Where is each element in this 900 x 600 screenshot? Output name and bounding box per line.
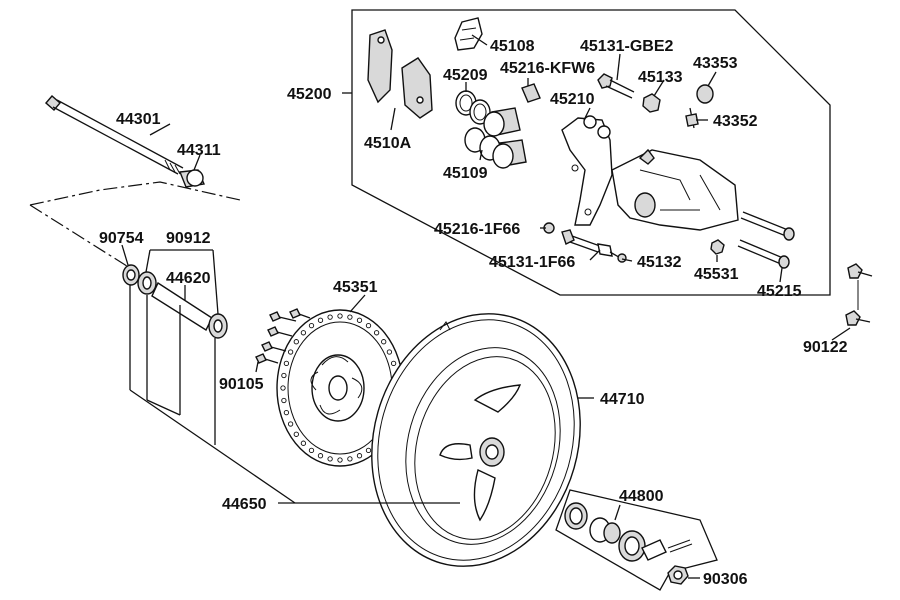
disc-hole bbox=[300, 330, 307, 336]
disc-hole bbox=[337, 313, 343, 319]
label-90912: 90912 bbox=[166, 230, 211, 247]
disc-hole bbox=[317, 317, 324, 323]
label-45132: 45132 bbox=[637, 254, 682, 271]
pistons-45109 bbox=[464, 107, 527, 169]
sleeve-45216-KFW6 bbox=[521, 83, 541, 103]
caliper-body bbox=[611, 148, 739, 231]
disc-hole bbox=[337, 457, 343, 463]
label-90306: 90306 bbox=[703, 571, 748, 588]
disc-hole bbox=[381, 339, 387, 345]
label-45531: 45531 bbox=[694, 266, 739, 283]
label-45200: 45200 bbox=[287, 86, 332, 103]
label-43352: 43352 bbox=[713, 113, 758, 130]
label-45131-GBE2: 45131-GBE2 bbox=[580, 38, 673, 55]
pin-45132 bbox=[609, 251, 627, 263]
disc-hole bbox=[365, 447, 372, 454]
label-45133: 45133 bbox=[638, 69, 683, 86]
disc-hole bbox=[347, 314, 353, 320]
disc-hole bbox=[365, 322, 372, 329]
label-90754: 90754 bbox=[99, 230, 144, 247]
disc-hole bbox=[287, 349, 294, 355]
speedo-gearbox-44800 bbox=[564, 502, 693, 562]
disc-hole bbox=[283, 360, 290, 367]
bolt-45131-GBE2 bbox=[597, 73, 635, 99]
disc-bolts-90105 bbox=[255, 308, 311, 364]
label-45210: 45210 bbox=[550, 91, 595, 108]
leader-lines bbox=[121, 34, 851, 579]
spacer-44620 bbox=[151, 281, 213, 332]
disc-hole bbox=[280, 385, 286, 391]
collar-44311 bbox=[179, 169, 205, 188]
nut-45531 bbox=[710, 239, 725, 255]
disc-hole bbox=[386, 349, 393, 355]
disc-hole bbox=[327, 456, 333, 462]
disc-hole bbox=[293, 339, 299, 345]
label-45215: 45215 bbox=[757, 283, 802, 300]
label-44710: 44710 bbox=[600, 391, 645, 408]
nut-90306 bbox=[667, 565, 689, 585]
part-labels: 45200 4510A 45108 45209 45216-KFW6 45109… bbox=[99, 38, 848, 588]
label-4510A: 4510A bbox=[364, 135, 412, 152]
label-43353: 43353 bbox=[693, 55, 738, 72]
disc-hole bbox=[347, 456, 353, 462]
label-44650: 44650 bbox=[222, 496, 267, 513]
pins-45215 bbox=[737, 211, 795, 269]
label-45108: 45108 bbox=[490, 38, 535, 55]
disc-hole bbox=[287, 421, 294, 427]
bleeder-cap-43353 bbox=[696, 84, 714, 104]
label-44800: 44800 bbox=[619, 488, 664, 505]
axle-dash-line bbox=[29, 181, 241, 206]
bearing-leaders bbox=[129, 285, 296, 504]
label-90122: 90122 bbox=[803, 339, 848, 356]
label-45216-KFW6: 45216-KFW6 bbox=[500, 60, 595, 77]
label-45209: 45209 bbox=[443, 67, 488, 84]
label-90105: 90105 bbox=[219, 376, 264, 393]
disc-hole bbox=[293, 431, 299, 437]
label-44620: 44620 bbox=[166, 270, 211, 287]
brake-disc-45351 bbox=[276, 309, 404, 467]
caliper-bracket-45210 bbox=[561, 115, 613, 226]
label-45109: 45109 bbox=[443, 165, 488, 182]
disc-hole bbox=[373, 330, 380, 336]
disc-hole bbox=[356, 317, 363, 323]
disc-hole bbox=[327, 314, 333, 320]
wheel-dash-line bbox=[29, 204, 131, 269]
label-45351: 45351 bbox=[333, 279, 378, 296]
caliper-group-outline bbox=[351, 9, 831, 296]
seal-90754 bbox=[122, 264, 140, 286]
disc-hole bbox=[300, 440, 307, 446]
disc-hole bbox=[390, 360, 397, 367]
disc-hole bbox=[308, 447, 315, 454]
bearing-90912-left bbox=[137, 271, 157, 295]
disc-hole bbox=[281, 372, 287, 379]
bolts-90122 bbox=[845, 263, 873, 326]
bleeder-screw-43352 bbox=[685, 107, 699, 129]
pin-45131-1F66 bbox=[561, 229, 613, 257]
label-45131-1F66: 45131-1F66 bbox=[489, 254, 575, 271]
label-45216-1F66: 45216-1F66 bbox=[434, 221, 520, 238]
bearing-90912-right bbox=[208, 313, 228, 339]
disc-hole bbox=[356, 453, 363, 459]
disc-hole bbox=[317, 453, 324, 459]
brake-pad-4510A bbox=[367, 29, 433, 119]
disc-hole bbox=[281, 397, 287, 404]
label-44311: 44311 bbox=[177, 142, 221, 159]
label-44301: 44301 bbox=[116, 111, 161, 128]
disc-hole bbox=[283, 409, 290, 416]
disc-hole bbox=[308, 322, 315, 329]
pad-spring-45108 bbox=[454, 17, 483, 51]
cap-45133 bbox=[642, 93, 661, 113]
axle-44301 bbox=[45, 95, 184, 175]
